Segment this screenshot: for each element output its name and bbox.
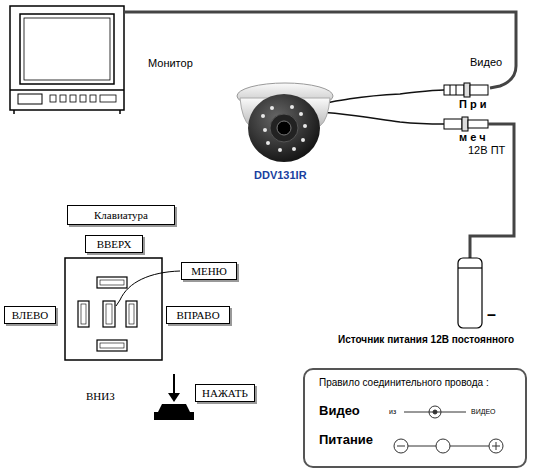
power-supply xyxy=(458,258,482,328)
note-label: П р и xyxy=(459,98,487,110)
rule-panel: Правило соединительного провода : Видео из… xyxy=(303,368,527,468)
key-label-box: ВПРАВО xyxy=(166,306,230,324)
key-label: ВНИЗ xyxy=(86,390,115,402)
rule-graphics xyxy=(394,406,503,453)
row-title: Питание xyxy=(319,432,373,447)
signal-label: Видео xyxy=(470,56,502,68)
menu-leader xyxy=(116,271,180,306)
device-label: Монитор xyxy=(148,57,193,69)
box-text: ВВЕРХ xyxy=(97,238,132,250)
box-text: МЕНЮ xyxy=(191,265,227,277)
action-box: НАЖАТЬ xyxy=(195,384,255,402)
box-text: Клавиатура xyxy=(94,209,148,221)
end-label: ВИДЕО xyxy=(471,408,496,415)
model-label: DDV131IR xyxy=(254,169,307,181)
key-label-box: МЕНЮ xyxy=(181,262,237,280)
panel-heading: Правило соединительного провода : xyxy=(319,377,489,388)
note-label: м е ч xyxy=(459,131,486,143)
box-text: НАЖАТЬ xyxy=(202,387,248,399)
title-box: Клавиатура xyxy=(67,205,175,225)
video-plug xyxy=(444,83,488,97)
video-wire xyxy=(124,12,516,88)
key-label-box: ВВЕРХ xyxy=(85,235,143,253)
box-text: ВЛЕВО xyxy=(12,309,48,321)
key-label-box: ВЛЕВО xyxy=(4,306,56,324)
power-plug xyxy=(444,117,488,131)
keypad xyxy=(65,258,162,360)
row-title: Видео xyxy=(319,403,360,418)
signal-label: 12В ПТ xyxy=(468,144,505,156)
polarity-mark: – xyxy=(487,306,496,324)
press-symbol xyxy=(154,374,194,420)
monitor xyxy=(10,6,124,114)
end-label: из xyxy=(389,408,396,415)
dome-camera xyxy=(237,83,333,162)
device-label: Источник питания 12В постоянного xyxy=(338,334,514,345)
box-text: ВПРАВО xyxy=(176,309,219,321)
